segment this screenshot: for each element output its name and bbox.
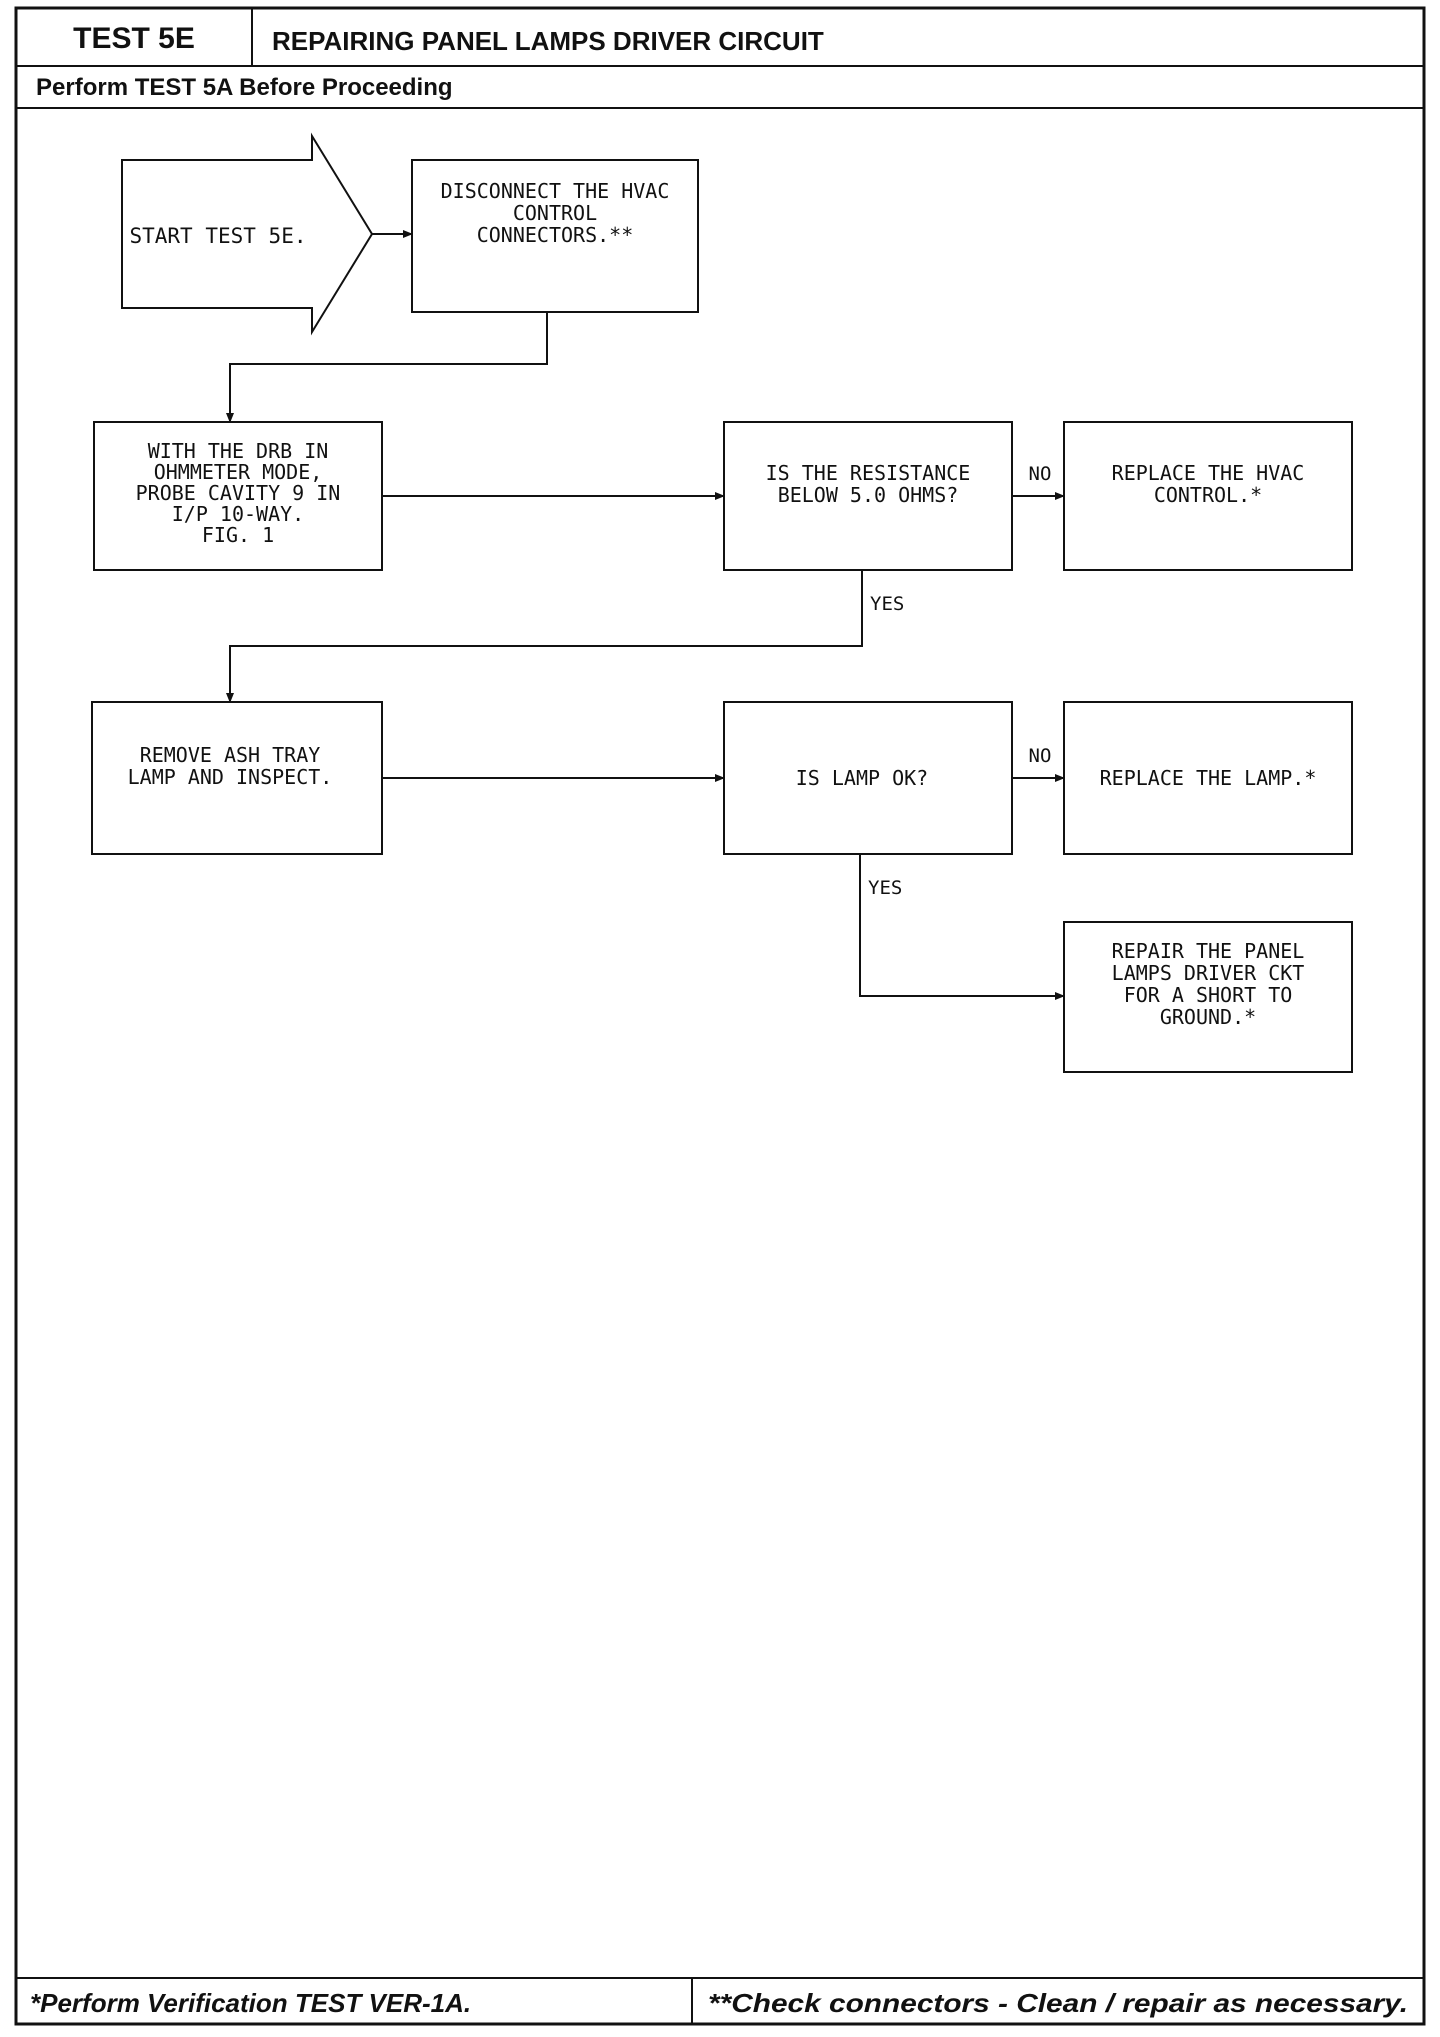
start-label: START TEST 5E. xyxy=(129,224,306,248)
disconnect-line-2: CONTROL xyxy=(513,201,597,225)
remove-lamp-box xyxy=(91,701,383,855)
replace-lamp-text: REPLACE THE LAMP.* xyxy=(1100,766,1317,790)
repair-line-4: GROUND.* xyxy=(1160,1005,1256,1029)
prerequisite-note: Perform TEST 5A Before Proceeding xyxy=(36,74,453,101)
page-border xyxy=(14,6,1426,2026)
footer-note-right: **Check connectors - Clean / repair as n… xyxy=(708,1988,1408,2018)
start-arrow-shape xyxy=(121,132,374,336)
probe-line-1: WITH THE DRB IN xyxy=(148,439,329,463)
connector-lamp-yes xyxy=(859,854,1065,1000)
lamp-question-text: IS LAMP OK? xyxy=(796,766,928,790)
replace-hvac-line-1: REPLACE THE HVAC xyxy=(1112,461,1305,485)
yes-label-2: YES xyxy=(868,877,902,899)
disconnect-line-3: CONNECTORS.** xyxy=(477,223,634,247)
no-label-1: NO xyxy=(1029,463,1052,485)
probe-step-box xyxy=(93,421,383,571)
resistance-line-2: BELOW 5.0 OHMS? xyxy=(778,483,959,507)
remove-lamp-line-2: LAMP AND INSPECT. xyxy=(128,765,333,789)
probe-line-3: PROBE CAVITY 9 IN xyxy=(136,481,341,505)
probe-line-4: I/P 10-WAY. xyxy=(172,502,304,526)
replace-lamp-box xyxy=(1063,701,1353,855)
repair-line-1: REPAIR THE PANEL xyxy=(1112,939,1305,963)
page-title: REPAIRING PANEL LAMPS DRIVER CIRCUIT xyxy=(272,26,824,56)
yes-label-1: YES xyxy=(870,593,904,615)
test-id: TEST 5E xyxy=(73,22,195,55)
disconnect-line-1: DISCONNECT THE HVAC xyxy=(441,179,670,203)
probe-line-5: FIG. 1 xyxy=(202,523,274,547)
resistance-question-box xyxy=(723,421,1013,571)
no-label-2: NO xyxy=(1029,745,1052,767)
resistance-line-1: IS THE RESISTANCE xyxy=(766,461,971,485)
replace-hvac-box xyxy=(1063,421,1353,571)
remove-lamp-line-1: REMOVE ASH TRAY xyxy=(140,743,321,767)
repair-driver-box xyxy=(1063,921,1353,1073)
repair-line-3: FOR A SHORT TO xyxy=(1124,983,1293,1007)
lamp-question-box xyxy=(723,701,1013,855)
connector-disconnect-to-probe xyxy=(226,312,548,423)
repair-line-2: LAMPS DRIVER CKT xyxy=(1112,961,1305,985)
footer-note-left: *Perform Verification TEST VER-1A. xyxy=(30,1988,471,2018)
connector-resistance-yes xyxy=(226,570,863,703)
replace-hvac-line-2: CONTROL.* xyxy=(1154,483,1262,507)
probe-line-2: OHMMETER MODE, xyxy=(154,460,323,484)
